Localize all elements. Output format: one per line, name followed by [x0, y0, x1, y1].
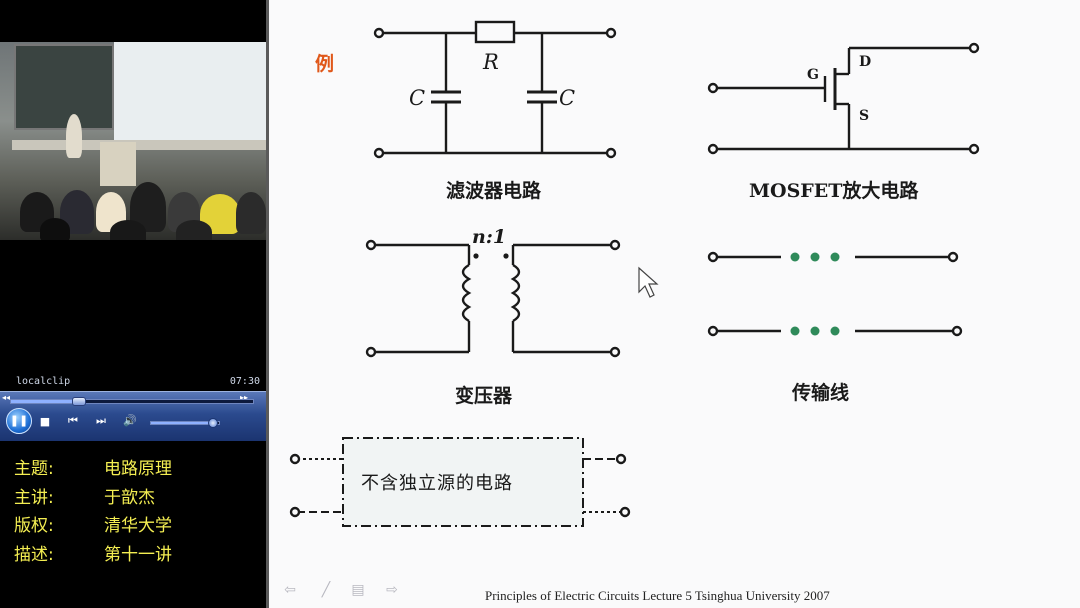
volume-slider[interactable]: [150, 418, 220, 428]
info-row-topic: 主题: 电路原理: [14, 454, 264, 483]
lecture-info: 主题: 电路原理 主讲: 于歆杰 版权: 清华大学 描述: 第十一讲: [14, 454, 264, 568]
volume-thumb[interactable]: [207, 418, 218, 428]
seek-bar[interactable]: [10, 397, 254, 406]
next-icon: ⏭: [96, 414, 106, 427]
resistor-label: R: [483, 50, 499, 74]
seek-progress: [11, 400, 80, 403]
info-row-description: 描述: 第十一讲: [14, 540, 264, 569]
back-arrow-icon[interactable]: ⇦: [284, 582, 296, 598]
pen-icon[interactable]: ╱: [321, 582, 331, 598]
info-value: 清华大学: [104, 516, 172, 536]
clip-time: 07:30: [229, 376, 260, 387]
capacitor-label-right: C: [559, 86, 576, 110]
next-button[interactable]: ⏭: [92, 414, 110, 428]
transformer-circuit: [365, 239, 621, 358]
slide-footer: Principles of Electric Circuits Lecture …: [485, 588, 830, 603]
seek-back-icon[interactable]: ◂◂: [2, 393, 11, 402]
polarity-dot: [473, 253, 479, 259]
info-row-copyright: 版权: 清华大学: [14, 511, 264, 540]
student: [40, 218, 70, 240]
lecture-slide: 例 R C C 滤波器电路 G D S MOSFET放大电路 n:1 变压器 传…: [269, 0, 1080, 608]
stop-icon: ■: [39, 415, 51, 428]
student: [110, 220, 146, 240]
transmission-line: [707, 251, 963, 337]
filter-caption: 滤波器电路: [446, 180, 542, 202]
ellipsis-dots: [790, 252, 840, 336]
projection-screen: [114, 42, 266, 140]
transformer-caption: 变压器: [455, 385, 513, 407]
stop-button[interactable]: ■: [38, 415, 52, 428]
generic-two-port: [289, 437, 631, 527]
filter-circuit: [373, 20, 617, 159]
turns-ratio-label: n:1: [472, 226, 507, 248]
lecturer: [66, 114, 82, 158]
mute-button[interactable]: 🔊: [120, 414, 140, 427]
mosfet-circuit: [707, 42, 980, 155]
left-panel: localclip 07:30 ◂◂ ▸▸ ❚❚ ■ ⏮ ⏭ 🔊 主: [0, 0, 266, 608]
circuit-diagrams: [289, 20, 980, 527]
volume-level: [151, 422, 213, 424]
info-label: 主讲:: [14, 487, 54, 508]
mosfet-caption: MOSFET放大电路: [749, 180, 919, 202]
polarity-dot: [503, 253, 509, 259]
forward-arrow-icon[interactable]: ⇨: [386, 582, 398, 598]
two-port-label: 不含独立源的电路: [361, 473, 513, 494]
previous-button[interactable]: ⏮: [64, 414, 82, 428]
volume-icon: 🔊: [123, 414, 137, 427]
video-frame[interactable]: [0, 42, 266, 240]
mouse-cursor-icon: [638, 266, 659, 298]
seek-forward-icon[interactable]: ▸▸: [240, 393, 249, 402]
info-row-lecturer: 主讲: 于歆杰: [14, 483, 264, 512]
menu-icon[interactable]: ▤: [351, 582, 365, 598]
info-value: 电路原理: [104, 459, 172, 479]
pause-button[interactable]: ❚❚: [6, 408, 32, 434]
lecture-desk: [12, 140, 266, 150]
info-label: 版权:: [14, 516, 54, 536]
media-player-controls: ◂◂ ▸▸ ❚❚ ■ ⏮ ⏭ 🔊: [0, 391, 266, 441]
seek-thumb[interactable]: [72, 397, 87, 406]
capacitor-label-left: C: [409, 86, 426, 110]
blackboard: [14, 44, 114, 130]
info-label: 主题:: [14, 459, 54, 479]
gate-label: G: [807, 67, 819, 83]
info-value: 于歆杰: [104, 487, 155, 508]
info-value: 第十一讲: [104, 544, 172, 565]
clip-name: localclip: [16, 376, 71, 387]
student: [176, 220, 212, 240]
student: [236, 192, 266, 234]
transmission-line-caption: 传输线: [792, 382, 850, 404]
clip-info-bar: localclip 07:30: [0, 374, 266, 390]
podium: [100, 142, 136, 186]
info-label: 描述:: [14, 544, 54, 565]
panel-divider: [266, 0, 269, 608]
prev-icon: ⏮: [68, 414, 78, 427]
example-mark: 例: [315, 53, 335, 75]
source-label: S: [859, 108, 870, 124]
drain-label: D: [859, 54, 872, 70]
pause-icon: ❚❚: [9, 414, 29, 427]
